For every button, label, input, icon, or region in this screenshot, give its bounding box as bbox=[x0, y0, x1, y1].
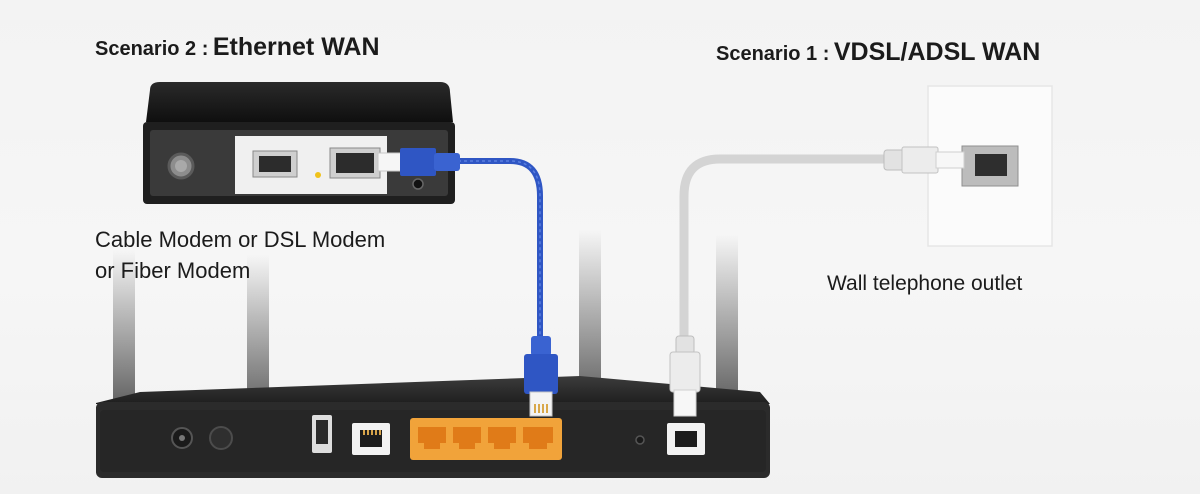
power-button[interactable] bbox=[209, 426, 233, 450]
wall-outlet-caption: Wall telephone outlet bbox=[827, 272, 1023, 295]
rj11-plug-icon bbox=[883, 146, 965, 174]
modem-caption-line-1: Cable Modem or DSL Modem bbox=[95, 227, 386, 252]
scenario-1-prefix: Scenario 1 : bbox=[716, 43, 830, 65]
rj11-plug-icon bbox=[669, 335, 701, 417]
modem-caption-line-2: or Fiber Modem bbox=[95, 258, 251, 283]
scenario-2-title: Scenario 2 : Ethernet WAN bbox=[95, 33, 380, 62]
ethernet-cable bbox=[377, 148, 558, 417]
modem-top bbox=[146, 82, 453, 122]
router bbox=[96, 376, 770, 478]
reset-button[interactable] bbox=[635, 435, 645, 445]
modem bbox=[143, 82, 455, 204]
scenario-1-title: Scenario 1 : VDSL/ADSL WAN bbox=[716, 38, 1040, 67]
scenario-2-prefix: Scenario 2 : bbox=[95, 38, 209, 60]
scenario-1-name: VDSL/ADSL WAN bbox=[833, 38, 1041, 66]
phone-cable bbox=[669, 146, 965, 417]
lan-ports bbox=[418, 427, 553, 449]
power-jack-pin bbox=[179, 435, 185, 441]
ethernet-plug-icon bbox=[377, 148, 460, 176]
router-top bbox=[96, 376, 770, 404]
modem-dc-jack bbox=[412, 178, 424, 190]
ethernet-plug-icon bbox=[524, 336, 558, 417]
modem-led bbox=[315, 172, 321, 178]
scenario-2-name: Ethernet WAN bbox=[212, 33, 380, 61]
modem-caption: Cable Modem or DSL Modem or Fiber Modem bbox=[95, 224, 515, 286]
